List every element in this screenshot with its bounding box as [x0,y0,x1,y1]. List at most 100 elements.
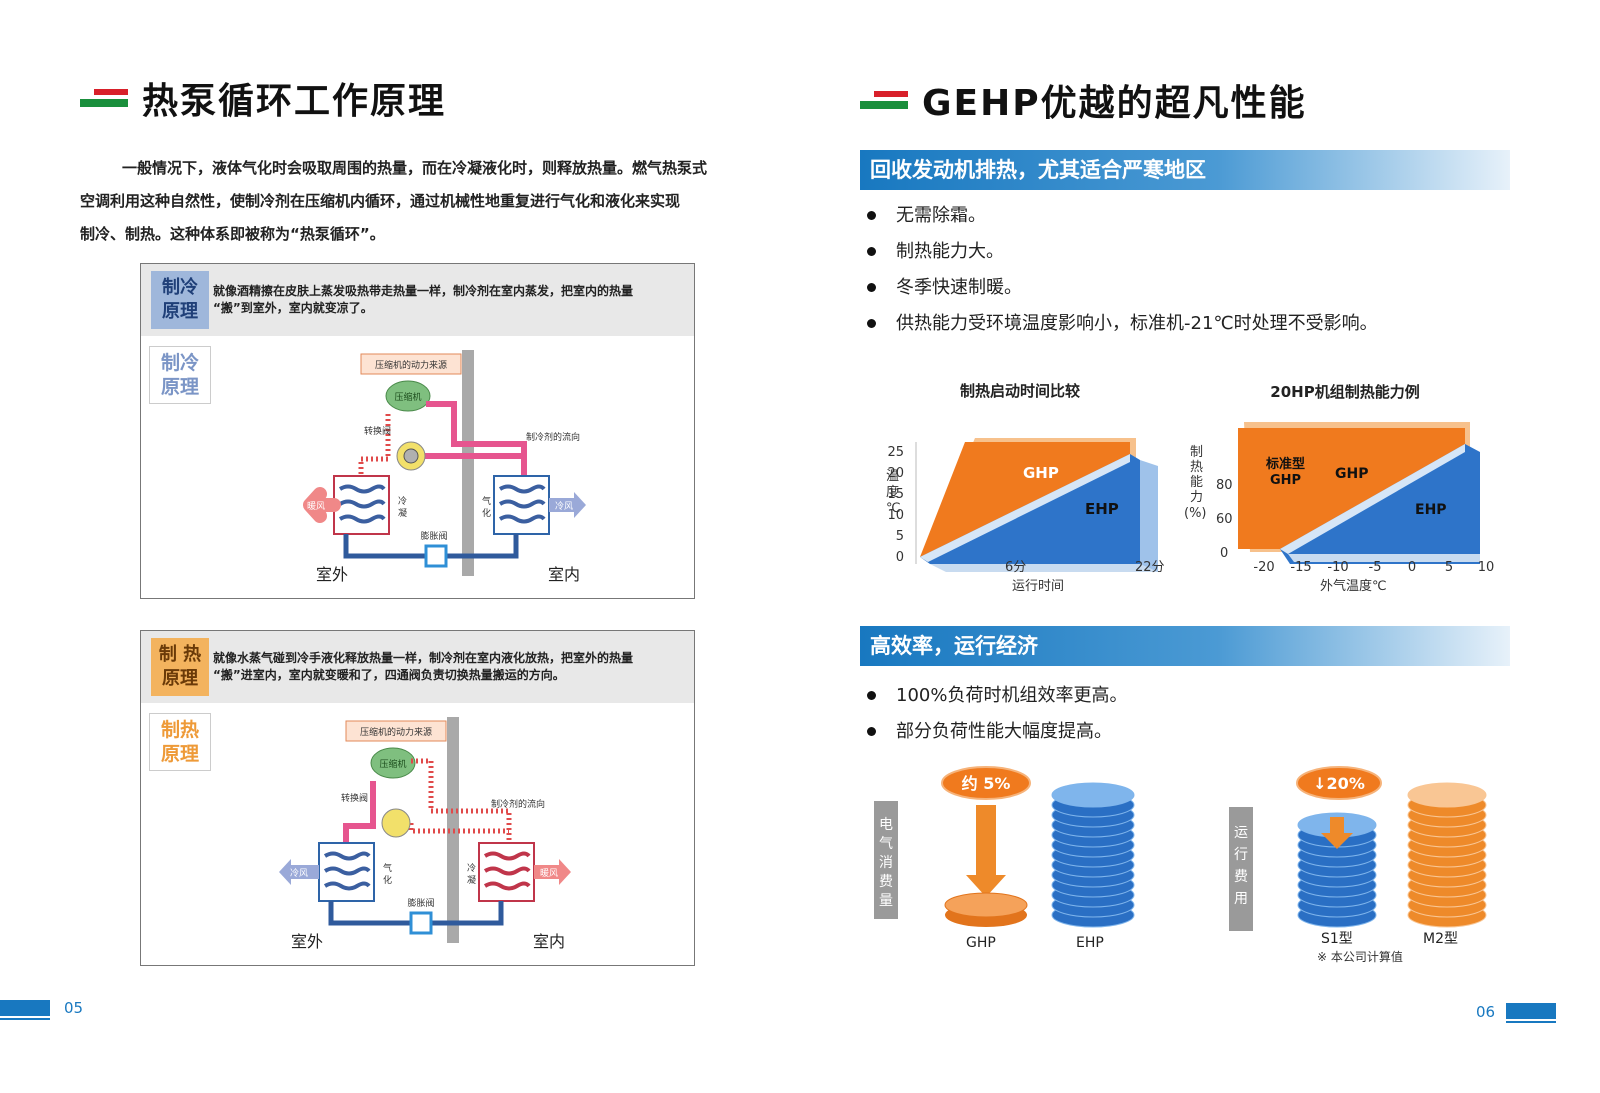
ghp-category-label: GHP [966,935,996,951]
ghp-area [1238,428,1465,549]
x-tick-label: 10 [1478,560,1495,575]
x-tick-22min: 22分 [1135,560,1165,575]
heating-side-label: 制热 原理 [149,713,211,771]
heating-desc-line-1: 就像水蒸气碰到冷手液化释放热量一样，制冷剂在室内液化放热，把室外的热量 [213,651,634,665]
cooling-cycle-diagram: 压缩机的动力来源 压缩机 转换阀 制冷剂的流向 冷 凝 气 化 暖风 [303,350,586,584]
ehp-series-label: EHP [1415,502,1447,518]
ylabel-char: 行 [1234,847,1248,863]
left-coil-label-1: 气 [383,862,392,874]
y-tick-label: 5 [896,529,904,544]
left-coil-label-2: 凝 [398,508,407,519]
y-tick-80: 80 [1216,478,1233,493]
s1-category-label: S1型 [1321,931,1353,947]
ylabel-char: 消 [879,855,893,871]
expansion-valve-icon [409,911,433,935]
refrigerant-flow-label: 制冷剂的流向 [526,431,580,443]
cooling-side-line-2: 原理 [160,376,199,398]
section-1-bullets: 无需除霜。 制热能力大。 冬季快速制暖。 供热能力受环境温度影响小，标准机-21… [860,198,1510,342]
left-page-title: 热泵循环工作原理 [142,81,447,122]
y-tick-60: 60 [1216,512,1233,527]
outdoor-air-label: 暖风 [307,500,325,512]
heating-tag-line-1: 制 热 [158,644,202,665]
compressor-icon [385,380,431,412]
intro-paragraph: 一般情况下，液体气化时会吸取周围的热量，而在冷凝液化时，则释放热量。燃气热泵式 … [80,152,780,251]
cooling-diagram-area: 制冷 原理 压缩机的动力来源 压缩机 转换阀 制冷剂的流向 [141,336,694,598]
cooling-side-line-1: 制冷 [160,352,199,374]
left-title-bar: 热泵循环工作原理 [80,72,446,124]
indoor-label: 室内 [533,932,565,951]
ylabel-char: 费 [1234,869,1248,885]
right-footer-line [1506,1021,1556,1023]
chart-2-ylabel-5: (%) [1184,506,1207,521]
heating-capacity-chart: 标准型 GHP GHP EHP 制 热 能 力 (%) 80 60 0 -20-… [1184,422,1495,594]
ylabel-char: 费 [879,874,893,890]
x-tick-label: -15 [1290,560,1311,575]
cooling-description: 就像酒精擦在皮肤上蒸发吸热带走热量一样，制冷剂在室内蒸发，把室内的热量 “搬”到… [213,283,694,317]
heating-panel-header: 制 热 原理 就像水蒸气碰到冷手液化释放热量一样，制冷剂在室内液化放热，把室外的… [141,631,694,703]
y-tick-label: 20 [887,466,904,481]
switch-valve-icon [381,808,411,838]
compressor-label: 压缩机 [379,758,406,770]
ylabel-char: 量 [879,893,893,909]
down-arrow-icon [1330,817,1344,833]
chart-1-ylabel-2: 度 [886,484,899,500]
right-page-title: GEHP优越的超凡性能 [922,83,1307,124]
title-flag-icon [80,89,128,107]
title-flag-icon [860,91,908,109]
outdoor-label: 室外 [316,565,348,584]
ylabel-char: 用 [1234,891,1248,907]
cooling-tag-line-2: 原理 [162,301,198,322]
power-source-box [360,353,462,375]
power-source-label: 压缩机的动力来源 [375,359,447,371]
ehp-coin-stack [1051,782,1135,928]
y-tick-label: 25 [887,445,904,460]
bullet-item: 供热能力受环境温度影响小，标准机-21℃时处理不受影响。 [860,306,1510,342]
chart-2-ylabel-3: 能 [1190,475,1203,490]
right-coil-label-2: 凝 [467,875,476,886]
right-coil-label-1: 气 [482,495,491,507]
heating-desc-line-2: “搬”进室内，室内就变暖和了，四通阀负责切换热量搬运的方向。 [213,668,565,682]
m2-coin-stack [1407,782,1487,928]
chart-2-ylabel-4: 力 [1190,490,1203,505]
wall [462,350,474,576]
x-tick-6min: 6分 [1005,560,1026,575]
right-page-number: 06 [1476,1003,1496,1021]
heating-cycle-diagram: 压缩机的动力来源 压缩机 转换阀 制冷剂的流向 气 化 冷 凝 冷风 [279,717,571,951]
cooling-desc-line-2: “搬”到室外，室内就变凉了。 [213,301,373,315]
ylabel-char: 气 [879,836,893,852]
ylabel-char: 电 [879,817,893,833]
heating-side-line-1: 制热 [160,719,199,741]
left-footer-bar [0,1000,50,1016]
right-page: GEHP优越的超凡性能 回收发动机排热，尤其适合严寒地区 无需除霜。 制热能力大… [800,0,1600,1093]
ehp-coin-top [1052,783,1134,807]
refrigerant-flow-label: 制冷剂的流向 [491,798,545,810]
outdoor-label: 室外 [291,932,323,951]
right-footer-bar [1506,1003,1556,1019]
left-coil-label-1: 冷 [398,495,407,507]
left-coil-label-2: 化 [383,874,392,886]
m2-coin-top [1408,783,1486,807]
bullet-item: 无需除霜。 [860,198,1510,234]
down-arrow-icon [976,805,996,875]
ehp-category-label: EHP [1076,935,1104,951]
heating-diagram-area: 制热 原理 压缩机的动力来源 压缩机 转换阀 制冷剂的流向 气 [141,703,694,965]
bullet-item: 冬季快速制暖。 [860,270,1510,306]
reduction-badge [1296,766,1382,800]
x-tick-label: -10 [1327,560,1348,575]
intro-line-2: 空调利用这种自然性，使制冷剂在压缩机内循环，通过机械性地重复进行气化和液化来实现 [80,192,681,210]
chart-1-ylabel-3: ℃ [886,501,901,516]
power-source-box [345,720,447,742]
cooling-tag: 制冷 原理 [151,271,209,329]
heating-tag: 制 热 原理 [151,638,209,696]
reduction-annotation: ↓20% [1313,774,1365,793]
bullet-item: 部分负荷性能大幅度提高。 [860,714,1510,750]
compressor-label: 压缩机 [394,391,421,403]
chart-1-title: 制热启动时间比较 [959,382,1080,400]
standard-ghp-label: GHP [1270,473,1301,488]
chart-2-xlabel: 外气温度℃ [1320,578,1387,594]
y-tick-label: 0 [896,550,904,565]
